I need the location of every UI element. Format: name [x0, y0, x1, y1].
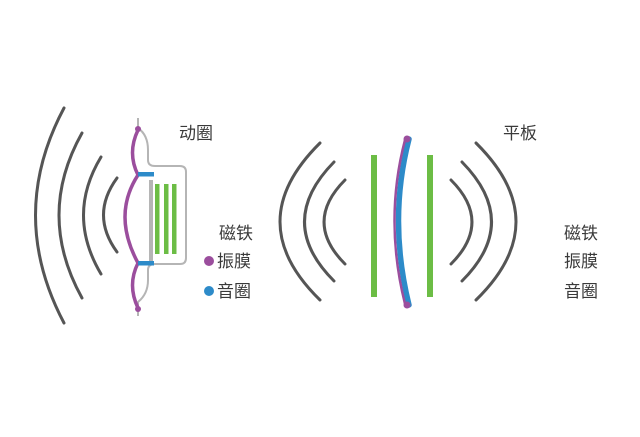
planar-legend-voice-coil: 音圈 — [564, 282, 598, 302]
diaphragm-anchor-bottom — [135, 306, 141, 312]
dynamic-diaphragm — [123, 128, 141, 310]
dynamic-legend-diaphragm-text: 振膜 — [217, 252, 251, 272]
dynamic-magnet-2 — [164, 184, 169, 254]
dynamic-wave-3 — [82, 155, 103, 276]
dynamic-driver — [34, 106, 187, 325]
planar-diaphragm — [393, 138, 407, 306]
diaphragm-anchor-top — [135, 126, 141, 132]
dynamic-title: 动圈 — [179, 124, 213, 144]
dynamic-legend-diaphragm: 振膜 — [204, 252, 251, 272]
diaphragm-legend-dot — [204, 256, 214, 266]
voice-coil-legend-dot — [204, 286, 214, 296]
planar-sound-waves-right — [449, 141, 518, 302]
planar-right-wave-2 — [460, 160, 493, 283]
planar-left-wave-3 — [322, 178, 347, 266]
dynamic-voice-coil-top — [138, 172, 154, 177]
planar-right-wave-1 — [474, 141, 518, 302]
planar-voice-coil — [395, 136, 412, 308]
planar-left-wave-2 — [303, 160, 336, 283]
dynamic-wave-1 — [34, 106, 66, 325]
dynamic-legend-magnet: 磁铁 — [219, 224, 253, 244]
dynamic-sound-waves — [34, 106, 119, 325]
dynamic-voice-coil-bottom — [138, 261, 154, 266]
dynamic-legend-voice-coil-text: 音圈 — [217, 282, 251, 302]
planar-diaphragm-anchor-top — [403, 135, 411, 143]
planar-title: 平板 — [503, 124, 537, 144]
dynamic-wave-2 — [57, 131, 84, 300]
dynamic-wave-4 — [102, 176, 119, 254]
planar-magnet-left — [371, 155, 377, 297]
driver-frame — [137, 118, 187, 316]
pole-piece — [149, 180, 153, 264]
planar-sound-waves-left — [278, 141, 347, 302]
planar-left-wave-1 — [278, 141, 322, 302]
planar-diaphragm-anchor-bottom — [403, 301, 411, 309]
planar-driver — [278, 135, 518, 309]
planar-legend-magnet: 磁铁 — [564, 224, 598, 244]
dynamic-magnet-3 — [172, 184, 177, 254]
dynamic-legend-voice-coil: 音圈 — [204, 282, 251, 302]
dynamic-magnet-1 — [155, 184, 160, 254]
planar-legend-diaphragm: 振膜 — [564, 252, 598, 272]
planar-magnet-right — [427, 155, 433, 297]
planar-right-wave-3 — [449, 178, 474, 266]
